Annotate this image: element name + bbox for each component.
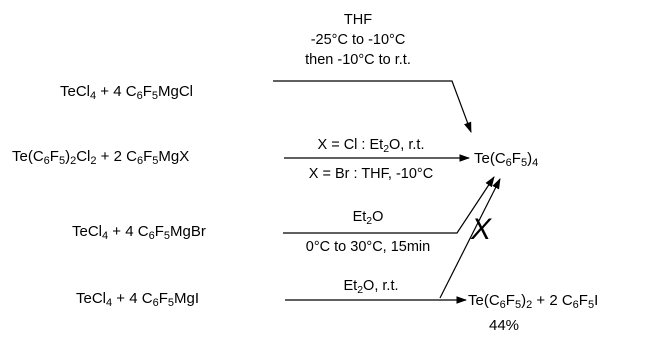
reaction-3-arrow — [283, 176, 495, 234]
conditions-3-below: 0°C to 30°C, 15min — [306, 239, 430, 255]
conditions-3-above: Et2O — [353, 209, 384, 227]
blocked-arrow — [439, 178, 501, 299]
yield-label: 44% — [489, 317, 519, 334]
reactants-4: TeCl4 + 4 C6F5MgI — [76, 290, 199, 309]
reactants-3: TeCl4 + 4 C6F5MgBr — [72, 223, 206, 242]
conditions-2-above: X = Cl : Et2O, r.t. — [318, 137, 425, 155]
blocked-mark: X — [470, 213, 492, 246]
conditions-4-above: Et2O, r.t. — [344, 278, 399, 296]
reactants-1: TeCl4 + 4 C6F5MgCl — [60, 83, 193, 102]
reaction-1-arrow — [273, 80, 472, 134]
product-main: Te(C6F5)4 — [474, 150, 538, 169]
conditions-1-line-2: -25°C to -10°C — [311, 32, 406, 48]
conditions-1-line-3: then -10°C to r.t. — [305, 52, 411, 68]
product-side: Te(C6F5)2 + 2 C6F5I — [468, 292, 598, 311]
conditions-1-line-1: THF — [344, 12, 372, 28]
conditions-2-below: X = Br : THF, -10°C — [309, 166, 433, 182]
reactants-2: Te(C6F5)2Cl2 + 2 C6F5MgX — [12, 148, 189, 167]
